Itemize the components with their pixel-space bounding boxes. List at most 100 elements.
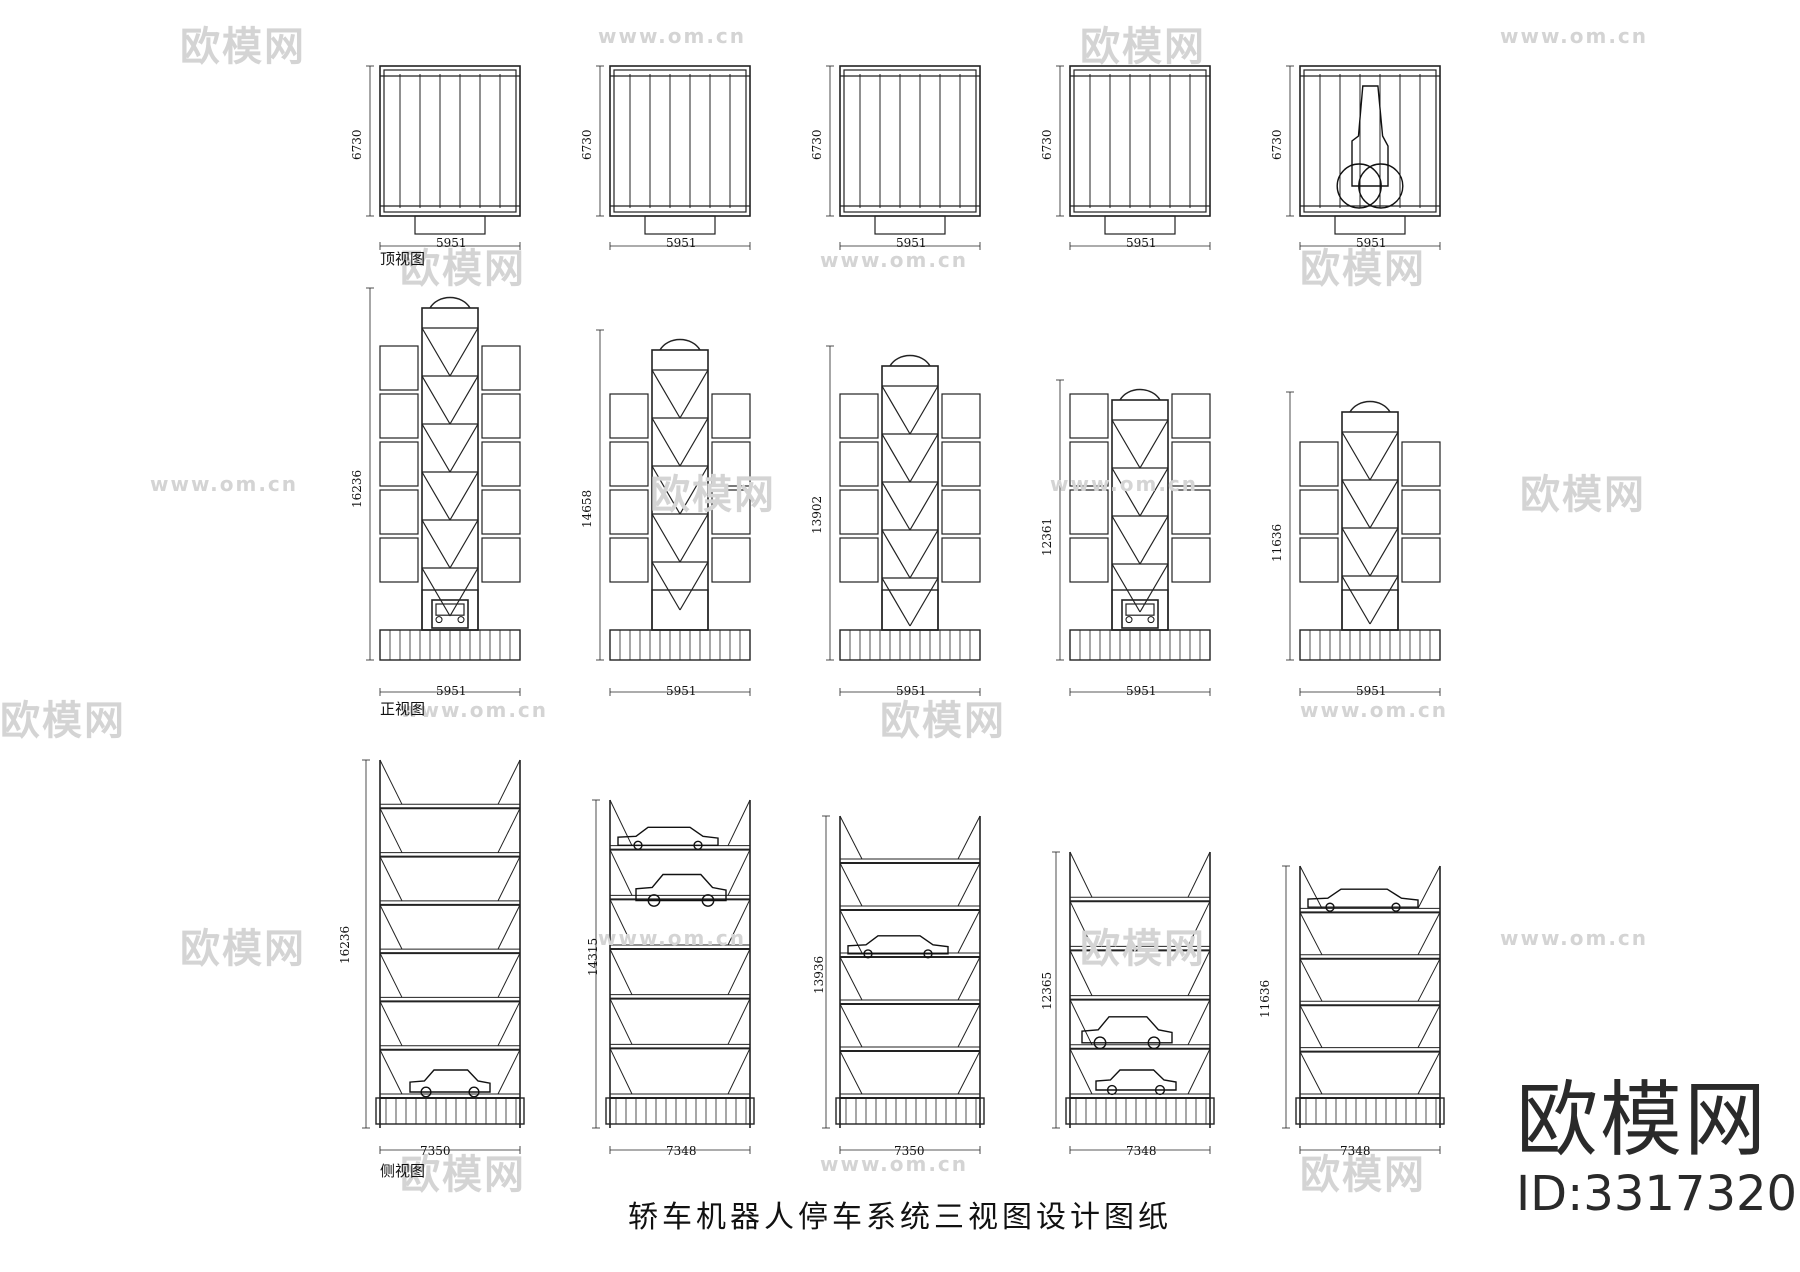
level-strut bbox=[839, 909, 863, 954]
top-view-5-width-dim: 5951 bbox=[1356, 236, 1387, 250]
level-strut bbox=[1069, 999, 1093, 1046]
level-strut bbox=[379, 1001, 403, 1046]
top-view-4 bbox=[1056, 65, 1211, 250]
top-view-inner-frame bbox=[1303, 69, 1437, 213]
parking-box-right bbox=[1401, 489, 1441, 535]
tower-diagonal bbox=[909, 433, 939, 483]
level-strut bbox=[957, 909, 981, 954]
top-view-2-width-dim: 5951 bbox=[666, 236, 697, 250]
parking-box-right bbox=[1401, 441, 1441, 487]
top-view-frame bbox=[1069, 65, 1211, 217]
tower-diagonal bbox=[1341, 431, 1371, 481]
level-strut bbox=[839, 1050, 863, 1095]
tower-diagonal bbox=[1341, 479, 1371, 529]
parking-box-left bbox=[1299, 441, 1339, 487]
side-view-label: 侧视图 bbox=[380, 1162, 426, 1180]
level-strut bbox=[839, 1003, 863, 1048]
car-headlight bbox=[1125, 616, 1133, 624]
parking-box-left bbox=[839, 393, 879, 439]
watermark-logo: 欧模网 bbox=[400, 1152, 526, 1198]
side-view-1 bbox=[362, 759, 525, 1154]
brand-block: 欧模网 ID:3317320 bbox=[1516, 1073, 1797, 1219]
top-view-1-width-dim: 5951 bbox=[436, 236, 467, 250]
front-view-3-width-dim: 5951 bbox=[896, 684, 927, 698]
parking-box-right bbox=[481, 345, 521, 391]
parking-box-left bbox=[1069, 537, 1109, 583]
front-view-4-width-dim: 5951 bbox=[1126, 684, 1157, 698]
top-view-1-depth-dim: 6730 bbox=[350, 129, 364, 160]
watermark-url: www.om.cn bbox=[598, 24, 747, 48]
parking-box-right bbox=[481, 537, 521, 583]
parking-box-right bbox=[711, 393, 751, 439]
motor-dome bbox=[429, 296, 471, 309]
parking-box-right bbox=[941, 441, 981, 487]
level-strut bbox=[727, 899, 751, 946]
parking-box-left bbox=[1069, 441, 1109, 487]
level-strut bbox=[839, 815, 863, 860]
car-wheel bbox=[1391, 902, 1401, 912]
entry-bay bbox=[1111, 589, 1169, 631]
level-strut bbox=[1417, 865, 1441, 909]
car-wheel bbox=[693, 840, 703, 850]
front-view-5 bbox=[1286, 391, 1441, 696]
level-strut bbox=[839, 862, 863, 907]
parking-box-left bbox=[1069, 489, 1109, 535]
parking-box-right bbox=[1171, 537, 1211, 583]
car-wheel bbox=[1147, 1036, 1161, 1050]
car-icon bbox=[1307, 888, 1419, 908]
car-headlight bbox=[1147, 616, 1155, 624]
level-strut bbox=[497, 952, 521, 998]
tower-diagonal bbox=[679, 561, 709, 611]
level-strut bbox=[497, 856, 521, 902]
level-strut bbox=[727, 998, 751, 1045]
parking-box-left bbox=[839, 537, 879, 583]
parking-box-left bbox=[609, 537, 649, 583]
tower-diagonal bbox=[421, 567, 451, 617]
car-icon bbox=[617, 826, 719, 847]
side-view-4 bbox=[1052, 851, 1215, 1154]
level-strut bbox=[727, 799, 751, 846]
motor-dome bbox=[1119, 388, 1161, 401]
parking-box-left bbox=[379, 393, 419, 439]
parking-box-left bbox=[609, 441, 649, 487]
tower-diagonal bbox=[909, 577, 939, 627]
front-view-3 bbox=[826, 345, 981, 696]
level-strut bbox=[379, 808, 403, 853]
side-view-3 bbox=[822, 815, 985, 1154]
car-icon bbox=[1351, 85, 1389, 187]
top-view-3-depth-dim: 6730 bbox=[810, 129, 824, 160]
tower-diagonal bbox=[909, 385, 939, 435]
tower-diagonal bbox=[679, 417, 709, 467]
top-view-inner-frame bbox=[1073, 69, 1207, 213]
level-strut bbox=[1417, 1004, 1441, 1048]
watermark-logo: 欧模网 bbox=[180, 926, 306, 972]
side-view-5 bbox=[1282, 865, 1445, 1154]
car-wheel bbox=[1154, 1084, 1166, 1096]
car-wheel bbox=[468, 1086, 480, 1098]
level-strut bbox=[497, 759, 521, 805]
front-view-1 bbox=[366, 287, 521, 696]
side-view-3-width-dim: 7350 bbox=[894, 1144, 925, 1158]
car-icon bbox=[409, 1069, 491, 1093]
car-wheel bbox=[420, 1086, 432, 1098]
brand-name: 欧模网 bbox=[1516, 1073, 1769, 1168]
tower-diagonal bbox=[1111, 419, 1141, 469]
watermark-url: www.om.cn bbox=[820, 248, 969, 272]
level-strut bbox=[1299, 1004, 1323, 1048]
level-strut bbox=[727, 948, 751, 995]
level-strut bbox=[1417, 958, 1441, 1002]
level-strut bbox=[957, 815, 981, 860]
top-view-frame bbox=[609, 65, 751, 217]
side-view-1-width-dim: 7350 bbox=[420, 1144, 451, 1158]
side-base bbox=[1295, 1097, 1445, 1125]
parking-box-left bbox=[839, 441, 879, 487]
tower-diagonal bbox=[1341, 575, 1371, 625]
parking-box-left bbox=[379, 489, 419, 535]
watermark-url: www.om.cn bbox=[1500, 24, 1649, 48]
parking-box-left bbox=[379, 345, 419, 391]
watermark-logo: 欧模网 bbox=[1080, 926, 1206, 972]
front-view-5-width-dim: 5951 bbox=[1356, 684, 1387, 698]
entry-bay bbox=[1341, 589, 1399, 631]
front-view-2 bbox=[596, 329, 751, 696]
car-headlight bbox=[457, 616, 465, 624]
